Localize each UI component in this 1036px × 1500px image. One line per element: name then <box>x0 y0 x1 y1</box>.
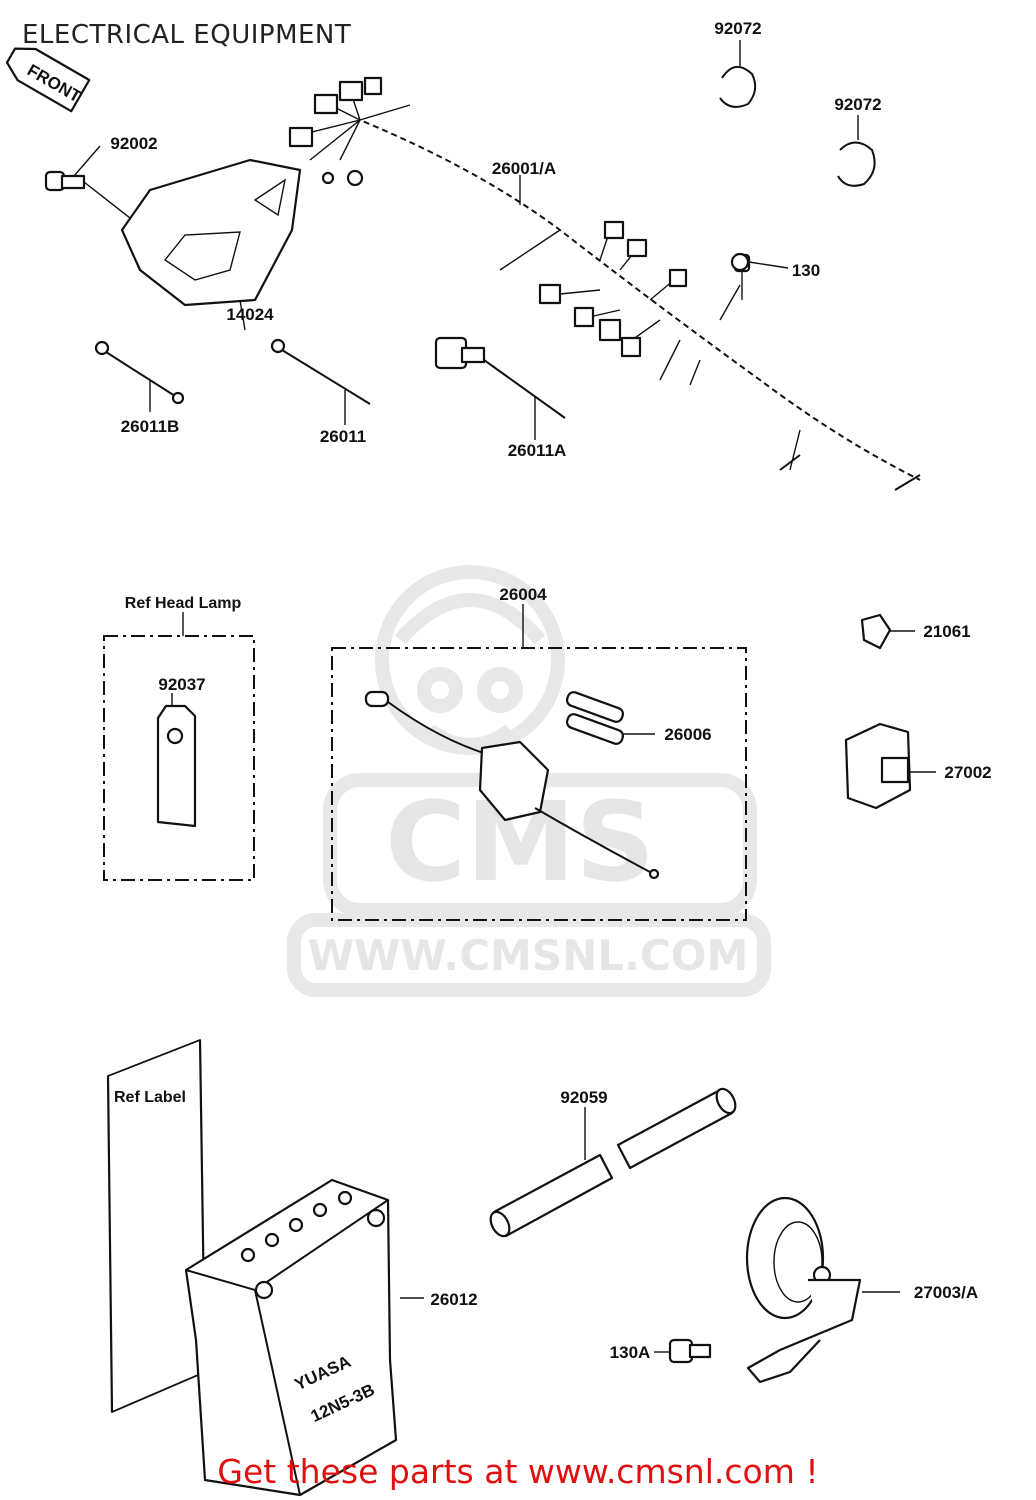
label-92002: 92002 <box>110 134 157 153</box>
label-26001a: 26001/A <box>492 159 556 178</box>
label-130a: 130A <box>610 1343 651 1362</box>
ref-head-lamp: Ref Head Lamp <box>125 595 242 612</box>
clip-92072-top <box>719 40 757 108</box>
relay-27002 <box>844 722 936 810</box>
head-lamp-ref-box <box>103 612 255 881</box>
label-26011: 26011 <box>320 427 366 446</box>
horn-27003a <box>745 1196 900 1384</box>
wiring-harness-26001a <box>288 76 921 491</box>
label-92037: 92037 <box>158 675 205 694</box>
label-26004: 26004 <box>499 585 547 604</box>
watermark-url: WWW.CMSNL.COM <box>308 931 749 980</box>
bolt-92002 <box>44 145 131 219</box>
label-26011a: 26011A <box>508 441 567 460</box>
page-title: ELECTRICAL EQUIPMENT <box>22 20 352 50</box>
label-26011b: 26011B <box>121 417 180 436</box>
lead-26011b <box>94 340 185 412</box>
footer-link-text[interactable]: Get these parts at www.cmsnl.com ! <box>217 1452 819 1491</box>
lead-26011a <box>434 336 566 440</box>
tube-92059 <box>489 1087 737 1238</box>
label-27003a: 27003/A <box>914 1283 978 1302</box>
label-14024: 14024 <box>226 305 274 324</box>
clip-92072-right <box>837 115 876 187</box>
label-130: 130 <box>792 261 820 280</box>
front-arrow-marker: FRONT <box>5 47 91 113</box>
label-92059: 92059 <box>560 1088 607 1107</box>
label-21061: 21061 <box>923 622 970 641</box>
label-92072-right: 92072 <box>834 95 881 114</box>
battery-26012: YUASA 12N5-3B <box>184 1178 424 1497</box>
bolt-130 <box>730 252 750 272</box>
fuse-holder-26004-box <box>331 604 747 921</box>
lead-26011 <box>270 338 371 425</box>
part-21061 <box>860 613 915 650</box>
label-26012: 26012 <box>430 1290 477 1309</box>
bolt-130a <box>654 1338 712 1364</box>
ref-label: Ref Label <box>114 1089 186 1106</box>
cover-14024 <box>120 158 302 331</box>
label-26006: 26006 <box>664 725 711 744</box>
label-92072-top: 92072 <box>714 19 761 38</box>
label-27002: 27002 <box>944 763 991 782</box>
